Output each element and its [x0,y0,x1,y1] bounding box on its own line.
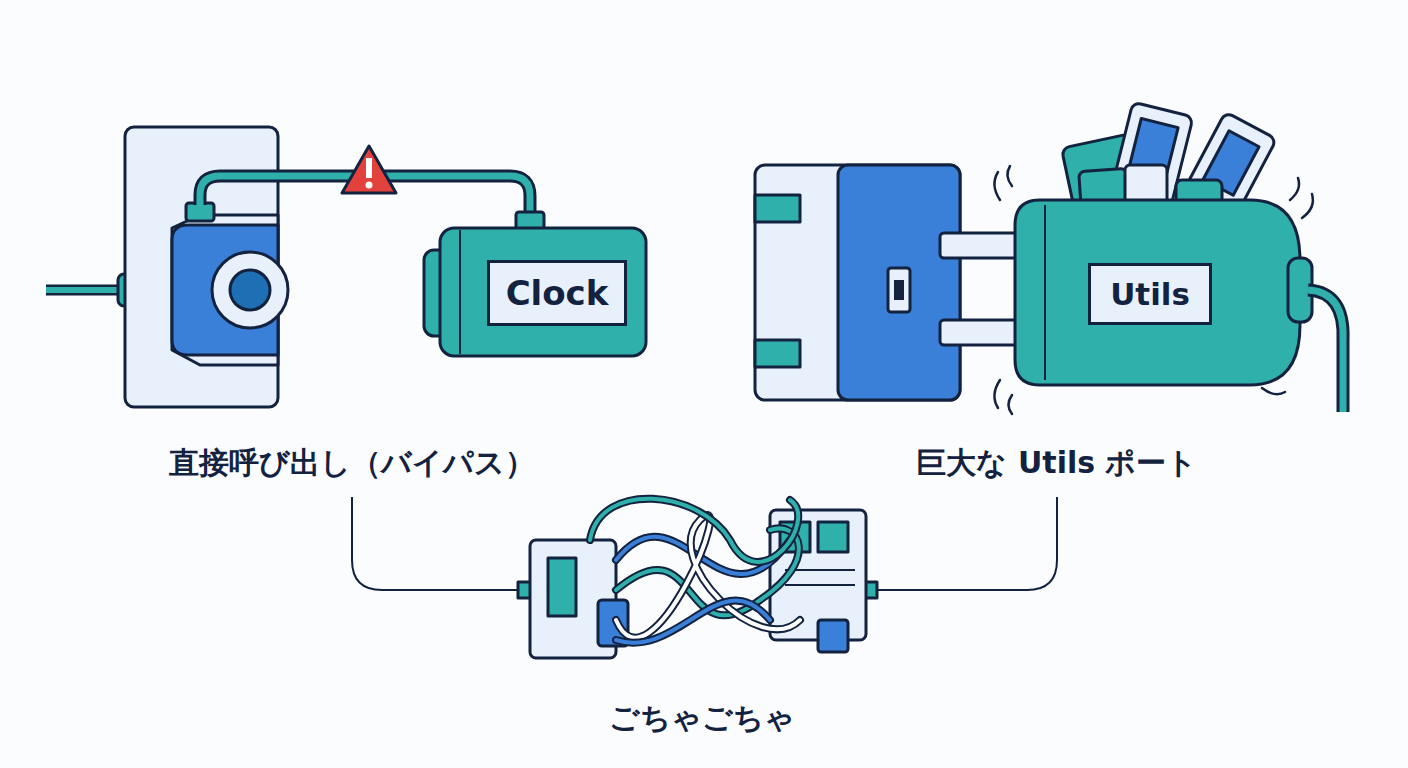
component-box: Utils [1088,263,1212,325]
tangled-wires [590,499,800,643]
cable [46,285,128,296]
slot [888,268,910,312]
clock-device [440,228,646,356]
warning-sign [366,158,372,178]
caption-label: ごちゃごちゃ [605,698,799,739]
component-name: Clock [506,273,609,313]
leader-line [875,497,1057,590]
host-panel [755,165,960,400]
leader-line [352,497,522,590]
cable [1308,290,1343,412]
cable [46,287,128,293]
utils-device [1015,200,1300,385]
stripe [755,195,800,222]
component-name: Utils [1110,276,1190,312]
device-seam [459,230,461,354]
warning-sign [366,182,373,189]
stripe [755,340,800,367]
port [186,203,214,221]
socket-ring [212,252,288,328]
tangle-board [785,584,855,586]
component-box: Clock [487,260,627,326]
caption-label: 直接呼び出し（バイパス） [165,443,539,484]
tangle-module [548,558,576,616]
device-seam [1044,205,1046,380]
host-port [838,165,960,400]
shake-marks [994,166,1312,414]
slot [894,280,904,300]
cable [1308,290,1343,412]
socket-hole [230,270,270,310]
prong [940,320,1022,345]
prong [940,233,1022,258]
caption-label: 巨大な Utils ポート [912,443,1201,484]
tangle-board [818,620,848,652]
tangle-board [818,522,848,552]
warning-sign [342,146,396,193]
